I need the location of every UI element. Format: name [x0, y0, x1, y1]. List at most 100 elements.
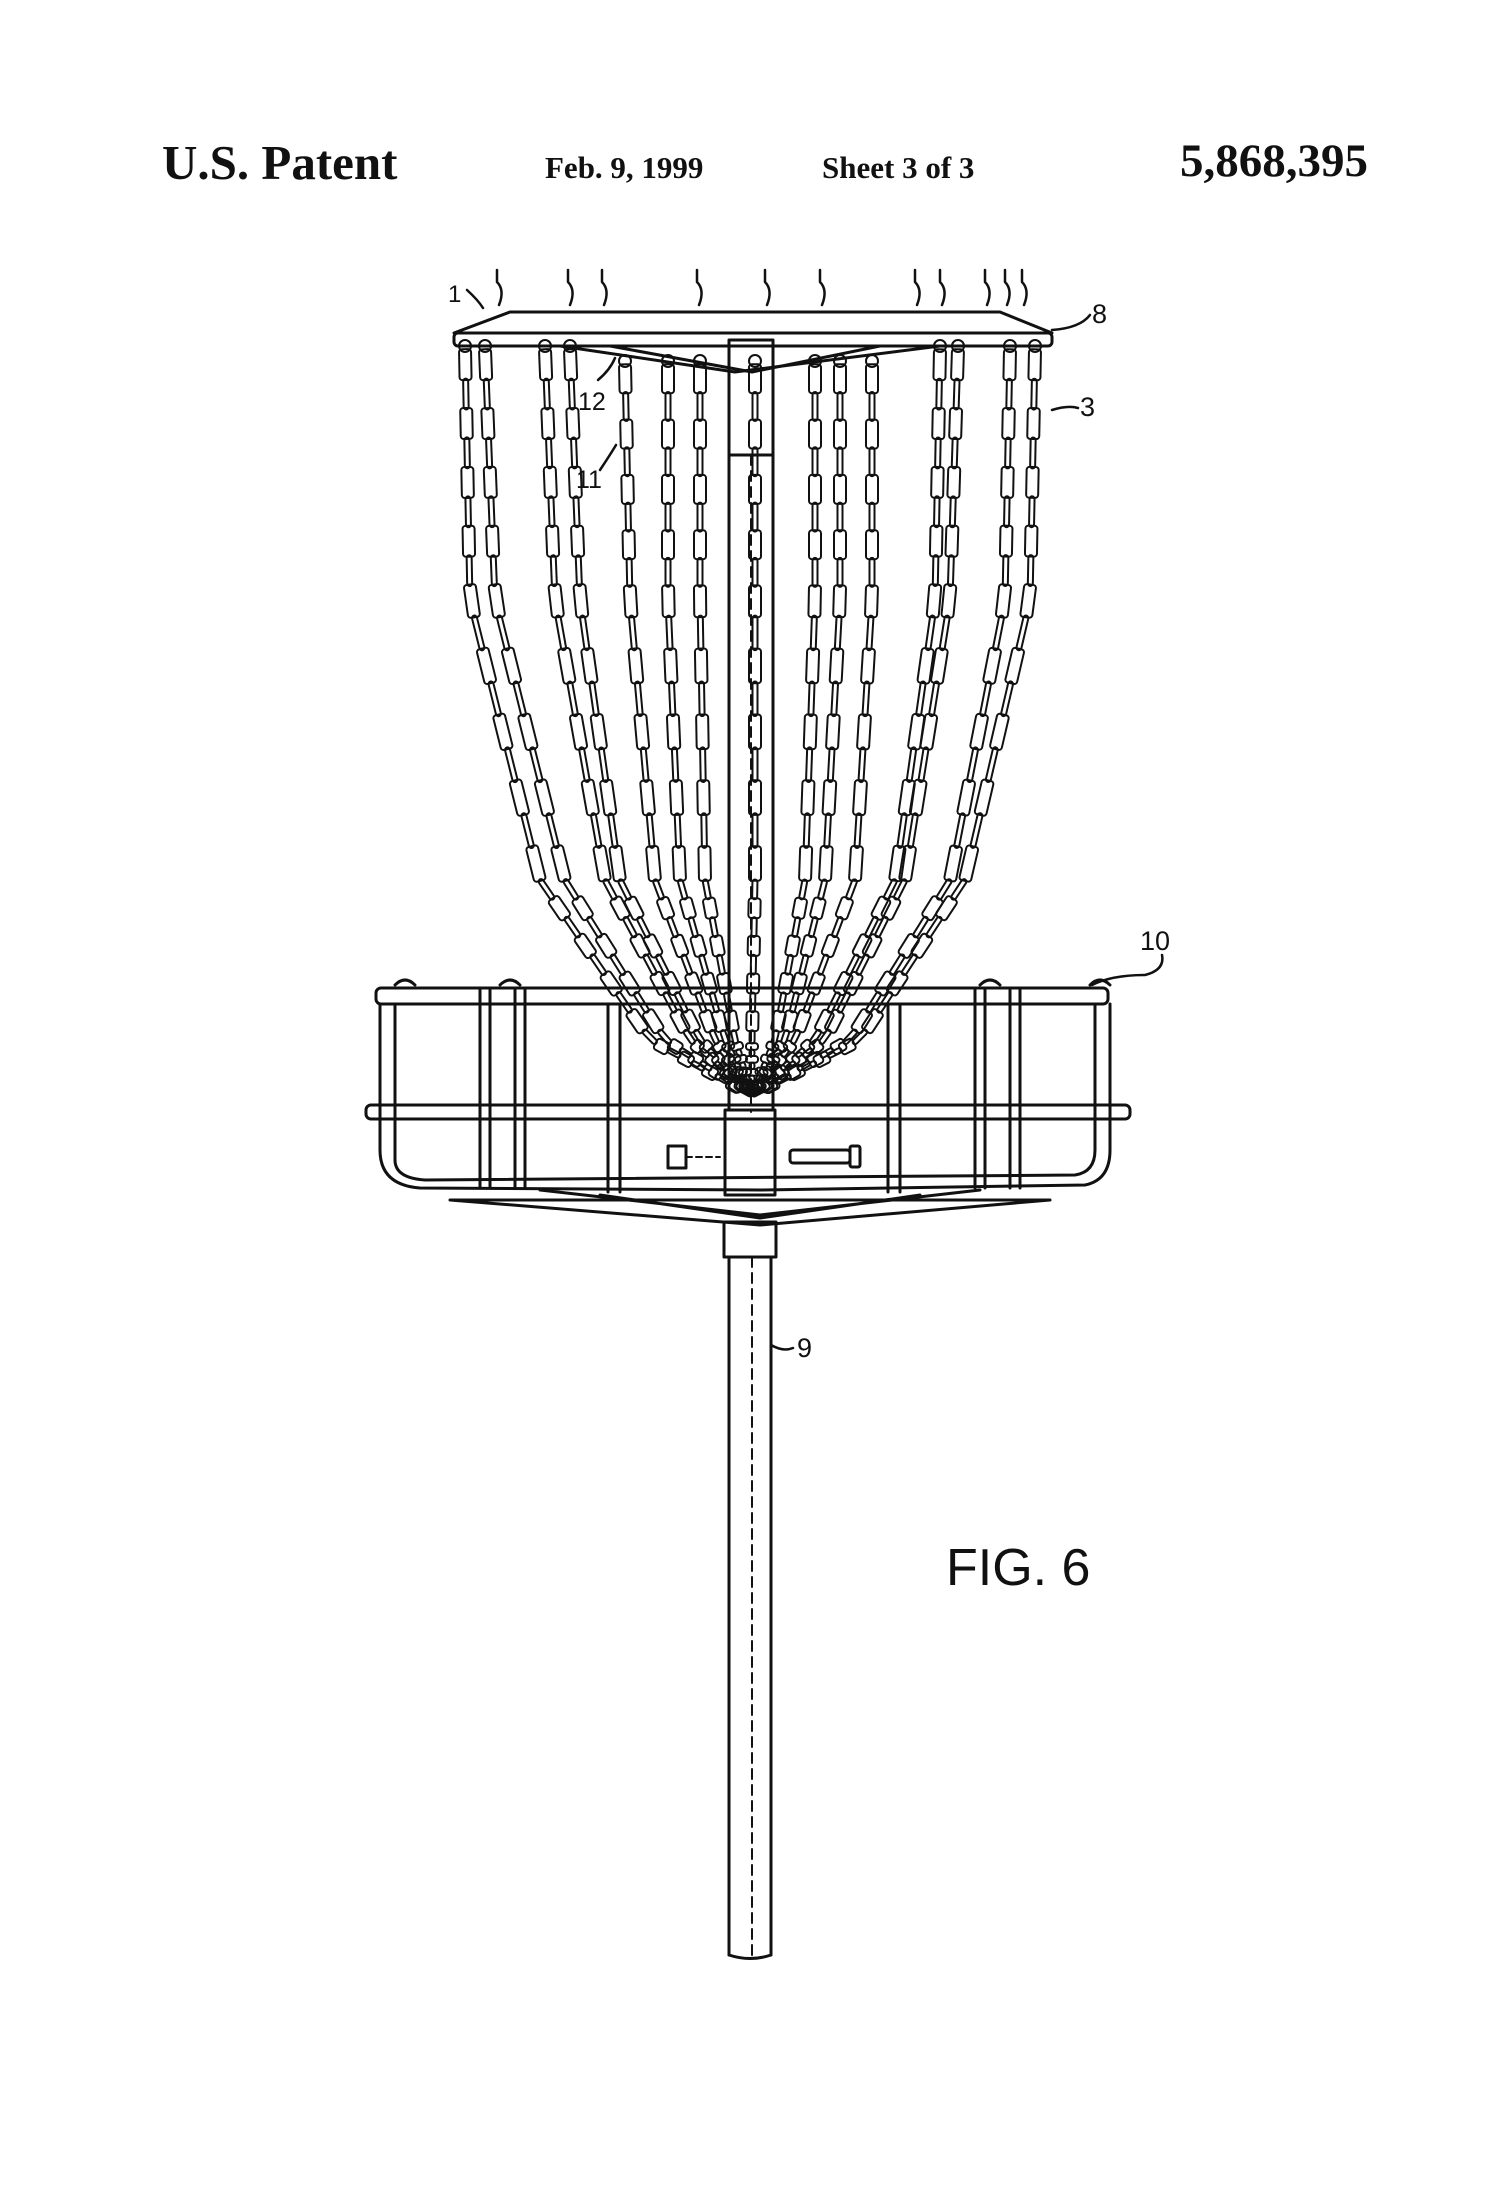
chain-link: [500, 646, 522, 685]
chain-link: [930, 647, 949, 685]
chain-link: [622, 915, 638, 939]
chain-link: [938, 614, 951, 652]
chain-link: [463, 436, 471, 470]
chain-link: [969, 712, 989, 751]
chain-link: [538, 348, 554, 382]
chain-link: [609, 953, 627, 976]
chain-link: [750, 1086, 767, 1098]
chain-link: [465, 554, 474, 588]
chain-link: [928, 524, 944, 558]
chain-link: [482, 465, 498, 499]
chain-leader: [1020, 268, 1028, 307]
chain-link: [567, 377, 576, 411]
chain-link: [800, 779, 816, 816]
chain-link: [925, 583, 943, 619]
chain-link: [751, 878, 759, 901]
chain-link: [542, 465, 558, 499]
chain-hook: [458, 339, 472, 353]
chain-link: [618, 363, 633, 395]
chain-link: [459, 406, 474, 440]
chain-link: [994, 583, 1012, 619]
chain-link: [956, 778, 976, 817]
chain-link: [636, 916, 651, 939]
chain-link: [708, 991, 720, 1014]
chain-link: [578, 746, 591, 783]
chain-link: [802, 713, 818, 751]
chain-link: [808, 473, 822, 505]
label-8: 8: [1092, 299, 1107, 329]
chain-link: [748, 1029, 756, 1045]
chain-link: [811, 391, 819, 422]
chain-link: [571, 895, 594, 922]
chain-link: [898, 844, 917, 883]
chain-link: [865, 418, 879, 450]
chain-link: [525, 844, 547, 883]
chain-link: [633, 713, 651, 751]
chain-link: [907, 812, 919, 849]
chain-link: [652, 878, 665, 901]
chain-link: [700, 971, 718, 996]
chain-link: [693, 529, 707, 561]
chain-link: [944, 524, 960, 558]
chain-link: [798, 953, 810, 976]
chain-link: [1000, 680, 1014, 718]
chain-link: [805, 746, 814, 783]
chain-link: [668, 779, 685, 817]
chain-link: [784, 953, 794, 976]
chain-link: [566, 680, 579, 718]
chain-link: [814, 1008, 835, 1034]
chain-leader: [763, 268, 771, 307]
chain-link: [687, 916, 699, 939]
chain-link: [1003, 495, 1011, 529]
chain-link: [919, 713, 939, 751]
chain-link: [623, 446, 631, 478]
chain-link: [642, 1008, 665, 1035]
chain-link: [595, 932, 618, 959]
chain-link: [677, 878, 689, 901]
chain-link: [856, 713, 872, 751]
chain-link: [562, 878, 580, 901]
chain-link: [836, 501, 844, 533]
patent-date: Feb. 9, 1999: [545, 150, 704, 185]
chain-link: [745, 972, 761, 995]
chain-link: [700, 812, 708, 849]
chain-link: [496, 614, 511, 652]
chain-link: [702, 896, 719, 920]
chain-link: [607, 812, 619, 849]
chain-link: [622, 584, 639, 619]
chain-link: [589, 953, 607, 976]
chain-leader: [1003, 268, 1011, 307]
chain-link: [694, 991, 708, 1014]
chain-hook: [693, 354, 707, 368]
chain-link: [537, 878, 556, 901]
chain-link: [935, 878, 953, 901]
chain-link: [865, 363, 879, 395]
chain-link: [625, 1008, 649, 1035]
chain-leader: [566, 268, 574, 307]
label-10: 10: [1140, 926, 1170, 956]
chain-hook: [538, 339, 552, 353]
label-1: 1: [448, 281, 461, 308]
chain-link: [487, 680, 502, 718]
chain-link: [570, 436, 579, 470]
chain-link: [1029, 436, 1037, 470]
chain-link: [789, 991, 800, 1014]
chain-link: [805, 647, 821, 685]
chain-link: [487, 495, 496, 529]
chain-link: [664, 556, 672, 588]
chain-hook: [618, 354, 632, 368]
chain-link: [482, 377, 491, 411]
chain-link: [989, 712, 1010, 751]
chain-link: [475, 646, 497, 685]
chain-link: [661, 363, 675, 395]
chain-hook: [951, 339, 965, 353]
chain-link: [1028, 495, 1036, 529]
chain-link: [784, 934, 801, 958]
chain-link: [748, 647, 762, 685]
chain-link: [969, 812, 984, 849]
chain-link: [563, 348, 579, 382]
chain-link: [673, 812, 683, 849]
chain-link: [684, 971, 704, 996]
